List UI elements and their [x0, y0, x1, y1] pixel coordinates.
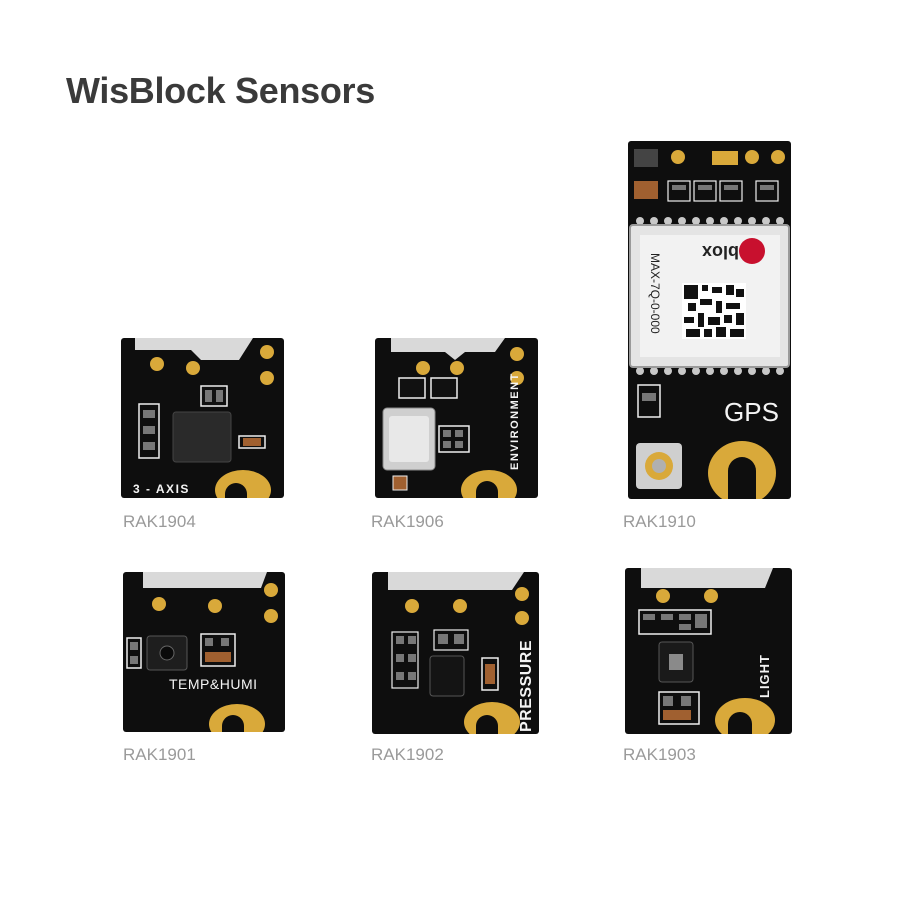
rak1910-caption: RAK1910	[623, 512, 696, 531]
rak1904-caption: RAK1904	[123, 512, 196, 531]
rak1903-caption: RAK1903	[623, 745, 696, 764]
rak1903-silkscreen: LIGHT	[757, 654, 772, 698]
rak1910-silkscreen: GPS	[724, 397, 779, 427]
page-title: WisBlock Sensors	[66, 70, 375, 111]
rak1903-board: LIGHT	[625, 568, 792, 734]
rak1904-silkscreen: 3 - AXIS	[133, 482, 190, 496]
rak1910-board: blox MAX-7Q-0-000 GPS	[628, 141, 791, 499]
rak1902-caption: RAK1902	[371, 745, 444, 764]
rak1902-board: PRESSURE	[372, 572, 539, 734]
rak1906-silkscreen: ENVIRONMENT	[509, 372, 521, 470]
rak1901-silkscreen: TEMP&HUMI	[169, 676, 258, 692]
module-part-number: MAX-7Q-0-000	[648, 253, 662, 334]
rak1904-board: 3 - AXIS	[121, 338, 284, 498]
rak1906-board: ENVIRONMENT	[375, 338, 538, 498]
rak1902-silkscreen: PRESSURE	[518, 639, 535, 732]
rak1901-caption: RAK1901	[123, 745, 196, 764]
rak1906-caption: RAK1906	[371, 512, 444, 531]
ublox-brand: blox	[702, 242, 740, 262]
rak1901-board: TEMP&HUMI	[123, 572, 285, 732]
